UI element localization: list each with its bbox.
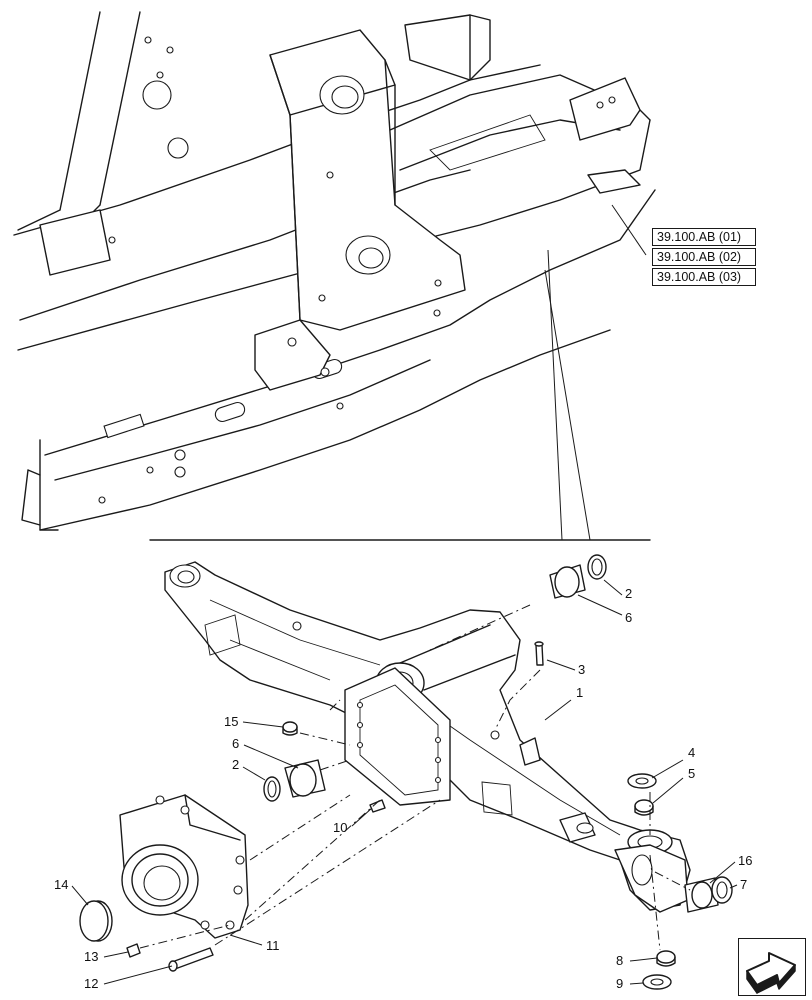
callout-7: 7 xyxy=(740,877,747,892)
callout-5: 5 xyxy=(688,766,695,781)
callout-14: 14 xyxy=(54,877,68,892)
callout-12: 12 xyxy=(84,976,98,991)
axle-support-assembly xyxy=(164,561,691,913)
callout-6-left: 6 xyxy=(232,736,239,751)
bushing-6-right xyxy=(549,564,586,599)
grease-fitting-3 xyxy=(534,641,544,666)
dowel-13 xyxy=(126,943,141,958)
callouts: 1 2 6 3 15 6 2 10 4 5 16 7 8 9 11 14 13 xyxy=(54,579,752,991)
next-page-button[interactable] xyxy=(738,938,806,996)
callout-4: 4 xyxy=(688,745,695,760)
bushing-6-left xyxy=(284,759,326,798)
callout-2-right: 2 xyxy=(625,586,632,601)
callout-9: 9 xyxy=(616,976,623,991)
ring-2-left xyxy=(263,776,281,802)
callout-8: 8 xyxy=(616,953,623,968)
tractor-frame xyxy=(13,11,656,541)
callout-1: 1 xyxy=(576,685,583,700)
bolt-12 xyxy=(168,947,214,972)
cap-14 xyxy=(79,900,113,942)
seal-5 xyxy=(634,799,654,816)
washer-9 xyxy=(642,974,672,990)
callout-15: 15 xyxy=(224,714,238,729)
callout-16: 16 xyxy=(738,853,752,868)
callout-13: 13 xyxy=(84,949,98,964)
support-housing-11 xyxy=(119,794,249,939)
callout-2-left: 2 xyxy=(232,757,239,772)
ring-2-right xyxy=(587,554,607,580)
reference-link-02[interactable]: 39.100.AB (02) xyxy=(652,248,756,266)
assembly-lines xyxy=(139,604,691,951)
callout-10: 10 xyxy=(333,820,347,835)
reference-link-01[interactable]: 39.100.AB (01) xyxy=(652,228,756,246)
seal-7 xyxy=(711,876,733,904)
plug-15 xyxy=(282,721,298,736)
callout-6-right: 6 xyxy=(625,610,632,625)
callout-3: 3 xyxy=(578,662,585,677)
next-page-arrow-icon xyxy=(746,952,796,994)
bushing-16 xyxy=(684,877,719,913)
washer-4 xyxy=(627,773,657,789)
reference-link-03[interactable]: 39.100.AB (03) xyxy=(652,268,756,286)
seal-8 xyxy=(656,950,676,967)
callout-11: 11 xyxy=(266,938,280,953)
